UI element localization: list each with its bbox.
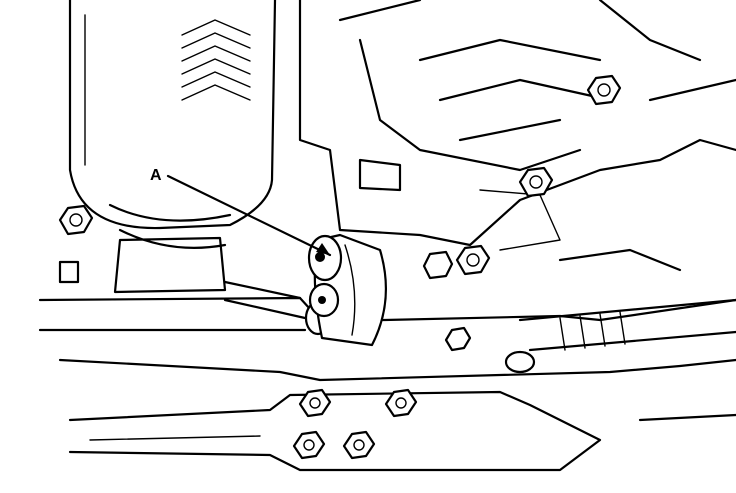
callout-label-a: A [150,167,162,184]
bolts [58,74,622,460]
chassis-frame [38,296,736,472]
left-bracket [58,236,227,294]
callout-a: A [150,167,332,257]
shaft-nut [504,350,536,374]
oil-pan-housing [68,0,277,249]
transmission-case [298,0,736,272]
bolt-left [58,204,94,236]
bolt-center [444,326,472,352]
mount-bushing [307,233,387,347]
bolt-lower-2 [384,388,418,418]
right-shaft [504,298,736,374]
bolt-case-left [422,250,454,280]
fin-hatching [181,19,251,101]
bolt-lower-3 [292,430,326,460]
bolt-upper-right [586,74,622,106]
bolt-lower-1 [298,388,332,418]
bolt-lower-4 [342,430,376,460]
bolt-case-right [455,244,491,276]
bolt-mid-right [518,166,554,198]
